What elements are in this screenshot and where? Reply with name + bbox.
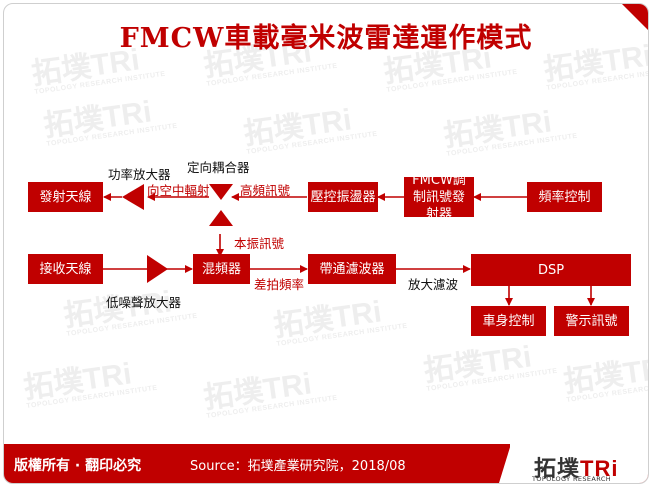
page-title: FMCW車載毫米波雷達運作模式 (119, 23, 533, 54)
amp-filter-label: 放大濾波 (408, 277, 459, 292)
freq-control-block: 頻率控制 (527, 182, 602, 212)
corner-decoration (622, 4, 648, 30)
power-amp-label: 功率放大器 (108, 167, 171, 182)
mixer-block: 混頻器 (193, 254, 250, 284)
company-logo-subtitle: TOPOLOGY RESEARCH INSTITUTE (532, 475, 612, 483)
coupler-bottom-symbol (209, 210, 233, 226)
footer-bar: 版權所有 · 翻印必究 Source：拓墣產業研究院，2018/08 (4, 444, 648, 483)
tx-antenna-block: 發射天線 (28, 182, 103, 212)
lna-symbol (147, 255, 168, 283)
fmcw-transmitter-block: FMCW調制訊號發射器 (404, 173, 474, 222)
pressure-osc-block: 壓控振盪器 (308, 182, 378, 212)
lna-label: 低噪聲放大器 (106, 295, 182, 310)
source-text: Source：拓墣產業研究院，2018/08 (190, 459, 406, 474)
hf-signal-label: 高頻訊號 (240, 183, 291, 198)
vehicle-control-block: 車身控制 (471, 306, 546, 336)
copyright-text: 版權所有 · 翻印必究 (14, 458, 142, 474)
dsp-block: DSP (471, 254, 631, 286)
warning-signal-block: 警示訊號 (554, 306, 629, 336)
local-osc-label: 本振訊號 (234, 236, 285, 251)
beat-freq-label: 差拍頻率 (254, 277, 305, 292)
bandpass-filter-block: 帶通濾波器 (308, 254, 396, 284)
to-center-radiate-label: 向空中輻射 (147, 183, 210, 198)
company-logo: 拓墣TRi (534, 456, 619, 481)
power-amplifier-symbol (122, 184, 144, 210)
logo-divider (499, 444, 511, 483)
rx-antenna-block: 接收天線 (28, 254, 103, 284)
coupler-label: 定向耦合器 (187, 160, 250, 175)
signal-flow-lines (102, 184, 595, 306)
coupler-top-symbol (209, 184, 233, 200)
logo-panel (510, 444, 648, 483)
